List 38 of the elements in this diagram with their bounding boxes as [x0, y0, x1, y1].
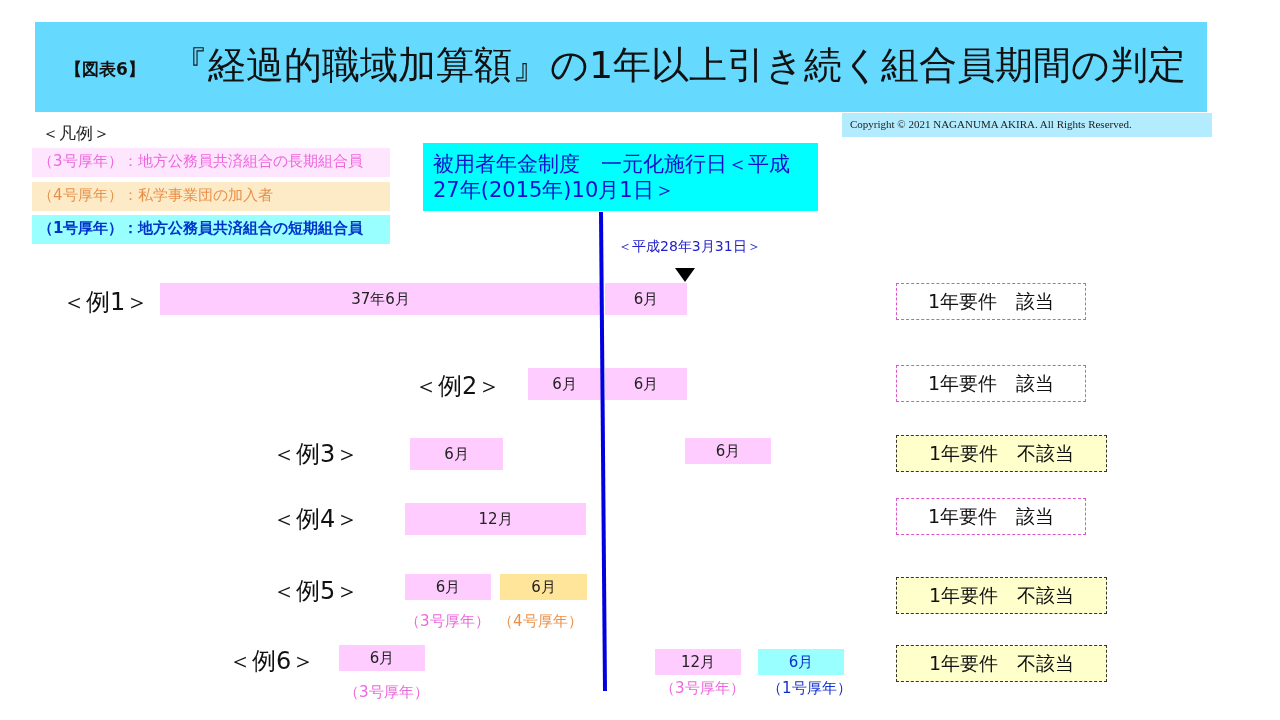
result-box: 1年要件 不該当	[896, 577, 1107, 614]
example-label: ＜例4＞	[272, 504, 360, 535]
period-bar: 6月	[405, 574, 491, 600]
example-label: ＜例2＞	[414, 371, 502, 402]
legend-entry: （4号厚年）：私学事業団の加入者	[32, 182, 390, 211]
legend-heading: ＜凡例＞	[42, 122, 110, 145]
period-bar: 6月	[339, 645, 425, 671]
period-bar: 6月	[605, 368, 687, 400]
result-box: 1年要件 該当	[896, 283, 1086, 320]
example-label: ＜例6＞	[228, 646, 316, 677]
scheme-caption: （3号厚年）	[344, 683, 429, 702]
legend-entry: （3号厚年）：地方公務員共済組合の長期組合員	[32, 148, 390, 177]
result-box: 1年要件 不該当	[896, 435, 1107, 472]
result-box: 1年要件 不該当	[896, 645, 1107, 682]
example-label: ＜例1＞	[62, 287, 150, 318]
period-bar: 6月	[410, 438, 503, 470]
result-box: 1年要件 該当	[896, 365, 1086, 402]
scheme-caption: （4号厚年）	[498, 612, 583, 631]
copyright-notice: Copyright © 2021 NAGANUMA AKIRA. All Rights Reserved.	[842, 113, 1212, 137]
legend-entry: （1号厚年）：地方公務員共済組合の短期組合員	[32, 215, 390, 244]
date-label: ＜平成28年3月31日＞	[618, 238, 761, 256]
period-bar: 12月	[405, 503, 586, 535]
scheme-caption: （3号厚年）	[405, 612, 490, 631]
period-bar: 6月	[758, 649, 844, 675]
period-bar: 6月	[605, 283, 687, 315]
period-bar: 6月	[685, 438, 771, 464]
example-label: ＜例5＞	[272, 576, 360, 607]
period-bar: 6月	[500, 574, 587, 600]
figure-number: 【図表6】	[65, 58, 145, 81]
scheme-caption: （1号厚年）	[767, 679, 852, 698]
period-bar: 37年6月	[160, 283, 601, 315]
period-bar: 6月	[528, 368, 601, 400]
result-box: 1年要件 該当	[896, 498, 1086, 535]
title: 『経過的職域加算額』の1年以上引き続く組合員期間の判定	[170, 42, 1187, 89]
period-bar: 12月	[655, 649, 741, 675]
date-box: 被用者年金制度 一元化施行日＜平成27年(2015年)10月1日＞	[423, 143, 818, 211]
example-label: ＜例3＞	[272, 439, 360, 470]
scheme-caption: （3号厚年）	[660, 679, 745, 698]
